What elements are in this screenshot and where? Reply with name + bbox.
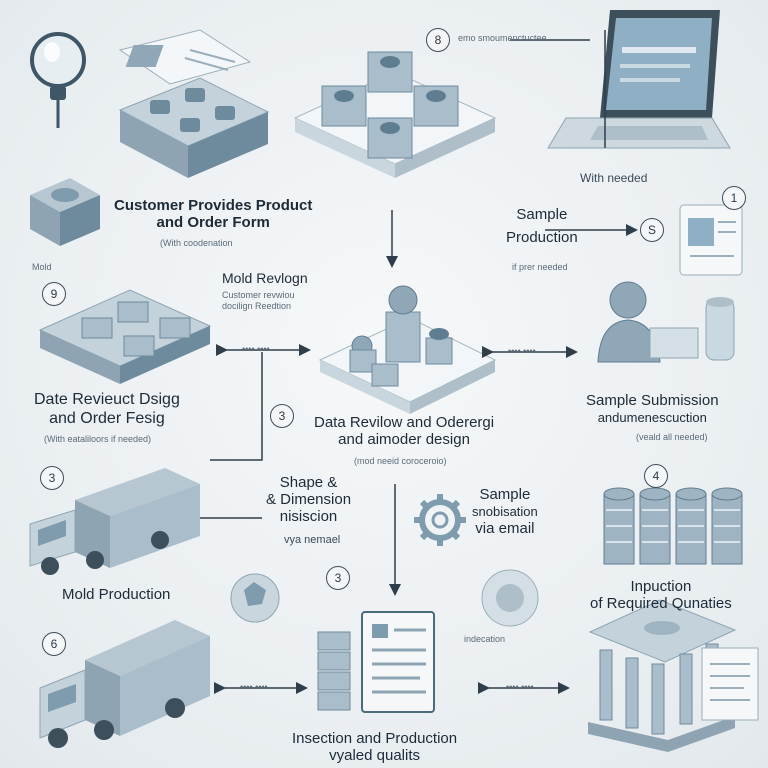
mold-small-label: Mold (32, 262, 52, 272)
data-review-title: Data Revilow and Oderergi and aimoder de… (314, 414, 495, 448)
flow-connectors (200, 30, 638, 694)
sample-document-icon (679, 204, 743, 276)
step-number-badge: S (640, 218, 664, 242)
indication-label: indecation (464, 634, 506, 644)
step-number-badge: 1 (722, 186, 746, 210)
step-number-badge: 6 (42, 632, 66, 656)
step-number-badge: 4 (644, 464, 668, 488)
step-number-badge: 3 (326, 566, 350, 590)
arrow-label: •••• •••• (240, 682, 268, 692)
with-needed-label: With needed (580, 171, 648, 185)
mold-tray-icon (38, 289, 212, 384)
customer-step-title: Customer Provides Product and Order Form (114, 197, 313, 231)
sample-submission-title: Sample Submission andumenescuction (586, 392, 719, 425)
mold-revision-title: Mold Revlogn (222, 270, 308, 286)
inspection-production-title: Insection and Production vyaled qualits (292, 730, 458, 764)
server-document-icon (317, 611, 435, 713)
date-review-title: Date Revieuct Dsigg and Order Fesig (34, 391, 180, 427)
arrow-label: •••• •••• (506, 682, 534, 692)
bank-building-icon (588, 599, 759, 752)
product-blocks-platform (293, 51, 497, 178)
lightbulb-icon (30, 32, 86, 128)
arrow-label: •••• •••• (242, 344, 270, 354)
laptop-icon (547, 10, 731, 149)
inpuction-title: Inpuction of Required Qunaties (590, 578, 732, 612)
mold-box-icon (30, 178, 100, 246)
shape-dimension-title: Shape & & Dimension nisiscion (266, 474, 352, 525)
step-number-badge: 3 (270, 404, 294, 428)
sample-production-title: Sample Production (506, 206, 578, 246)
delivery-truck-icon (29, 468, 200, 575)
gear-icon (414, 494, 466, 546)
sample-email-title: Sample snobisation via email (472, 486, 538, 537)
shape-dimension-subtitle: vya nemael (284, 534, 341, 546)
sample-sphere-icon (481, 569, 539, 627)
step-number-badge: 9 (42, 282, 66, 306)
mold-grid-icon (118, 77, 270, 178)
top-caption: emo smoumenctuctee (458, 33, 547, 43)
product-sphere-icon (230, 573, 280, 623)
step-number-badge: 3 (40, 466, 64, 490)
data-review-subtitle: (mod neeid coroceroio) (354, 456, 447, 466)
sample-submission-subtitle: (veald all needed) (636, 432, 708, 442)
mold-production-title: Mold Production (62, 586, 171, 603)
step-number-badge: 8 (426, 28, 450, 52)
production-truck-icon (39, 620, 210, 748)
data-review-platform (318, 285, 497, 414)
sample-production-subtitle: if prer needed (512, 262, 568, 272)
customer-step-subtitle: (With coodenation (160, 238, 233, 248)
coin-stacks-icon (603, 487, 743, 565)
order-form-document-icon (118, 29, 252, 85)
mold-revision-subtitle: Customer revwiou docilign Reedtion (222, 290, 295, 311)
arrow-label: •••• •••• (508, 346, 536, 356)
date-review-subtitle: (With eataliloors if needed) (44, 434, 152, 444)
person-icon (597, 281, 735, 363)
